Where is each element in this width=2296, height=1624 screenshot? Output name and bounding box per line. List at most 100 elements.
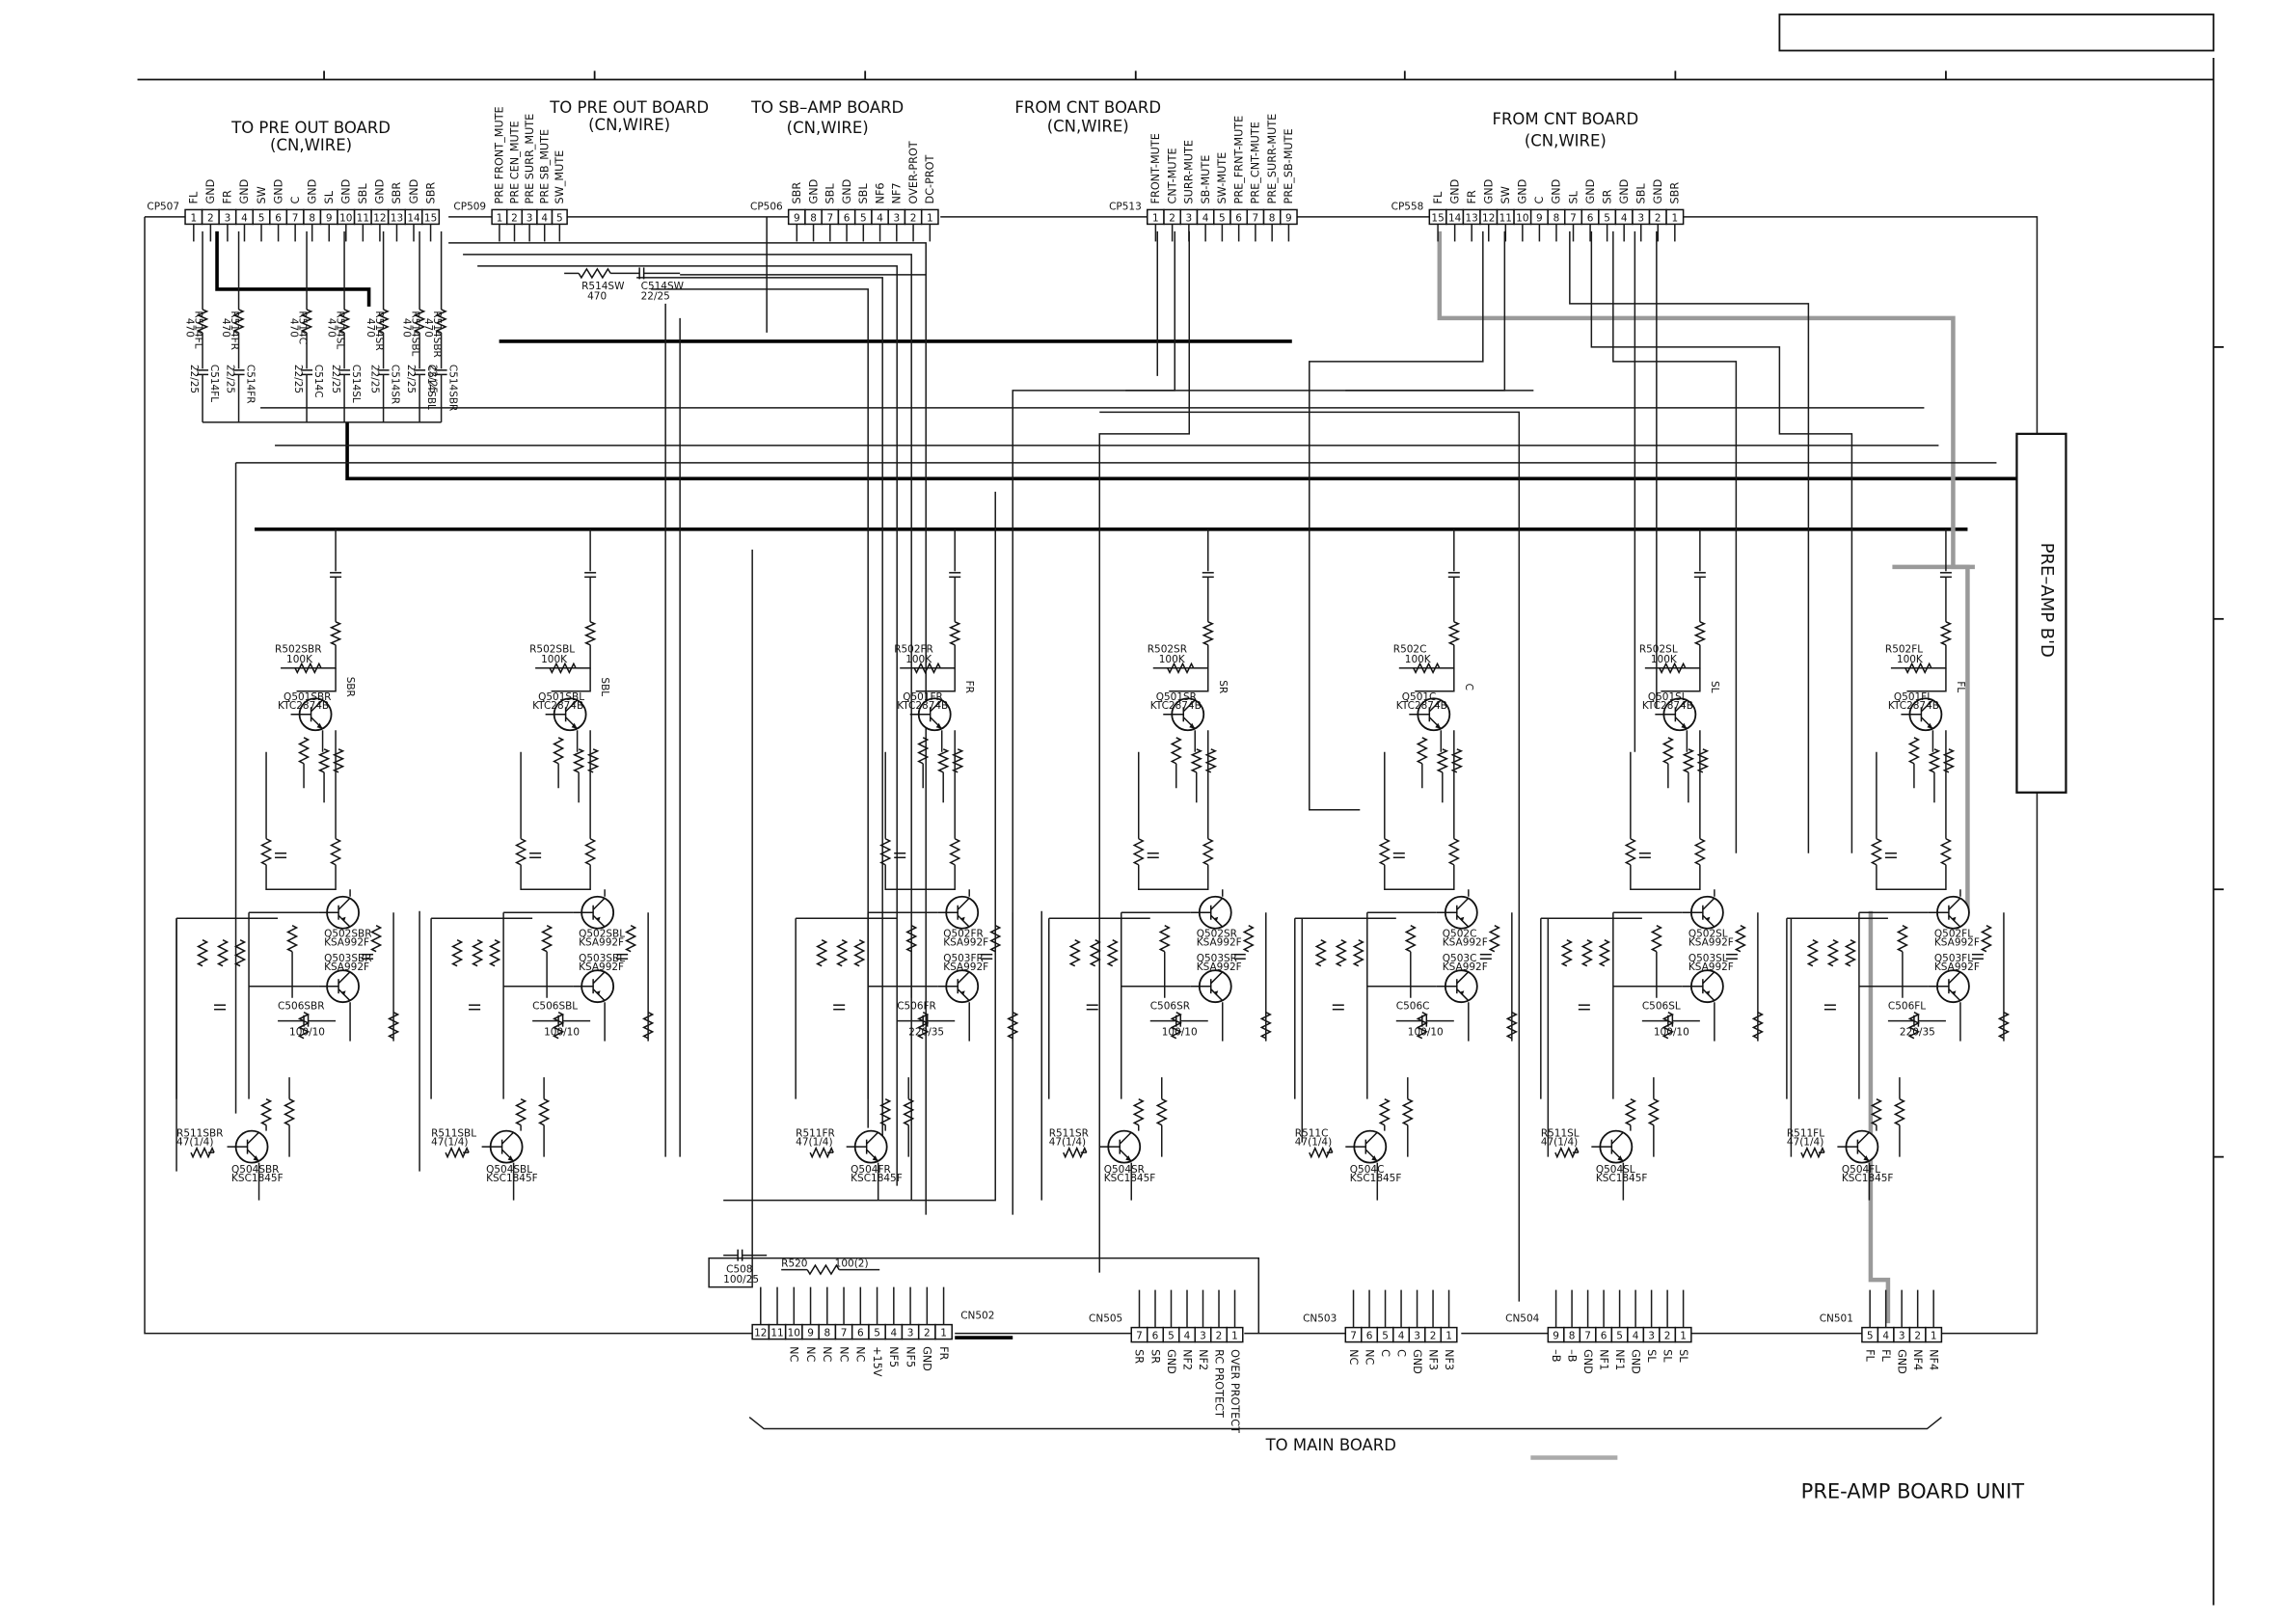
pin-number: 2 [1655,212,1661,224]
transistor-q502sl [1682,895,1724,930]
resistor [471,939,484,967]
transistor-ref: Q503SBL [579,953,625,964]
svg-text:TO SB–AMP BOARD: TO SB–AMP BOARD [750,98,904,117]
transistor-type: KSA992F [1688,937,1734,949]
pin-number: 8 [1553,212,1560,224]
pin-label: NF2 [1180,1349,1193,1370]
pin-number: 10 [1516,212,1528,224]
transistor-q504sr [1099,1129,1142,1164]
capacitor [949,572,961,579]
pin-label: C [1533,196,1546,203]
transistor-ref: Q502FR [943,929,984,940]
capacitor [1479,953,1492,960]
pin-number: 1 [940,1328,947,1340]
pin-number: 2 [924,1328,931,1340]
resistor [435,309,447,334]
pin-number: 1 [1152,212,1159,224]
capacitor-ref: C506SR [1150,1001,1190,1013]
capacitor [275,852,287,858]
resistor [1170,737,1182,765]
resistor [1928,748,1941,773]
svg-text:(CN,WIRE): (CN,WIRE) [270,136,352,154]
pin-label: SL [1661,1349,1673,1363]
pin-number: 3 [1414,1331,1420,1342]
capacitor-value: 100/10 [1408,1027,1444,1039]
resistor [1682,748,1695,773]
resistor-value: 470 [422,318,434,338]
pin-label: C [289,196,302,203]
resistor [1242,925,1255,953]
resistor-ref: R511SBR [176,1128,223,1140]
resistor [1980,925,1993,953]
pin-label: GND [272,179,284,204]
transistor-ref: Q504C [1350,1164,1385,1176]
channel-label: SBL [599,677,610,696]
connector-cp513: CP5131FRONT-MUTE2CNT-MUTE3SURR-MUTE4SB-M… [1109,114,1298,242]
resistor [540,925,554,953]
svg-text:(CN,WIRE): (CN,WIRE) [787,119,869,137]
resistor [1907,737,1921,765]
capacitor-ref: C506SBL [532,1001,578,1013]
pin-number: 8 [1569,1331,1576,1342]
pin-number: 3 [1637,212,1644,224]
capacitor [330,572,342,579]
resistor [879,1097,892,1126]
pin-number: 12 [373,212,386,224]
resistor-ref: R514SBR [431,311,443,357]
pin-number: 6 [857,1328,864,1340]
pin-number: 11 [357,212,369,224]
pin-label: NF5 [904,1346,916,1367]
transistor-type: KSA992F [943,961,988,973]
capacitor [1332,1004,1344,1011]
pin-label: GND [374,179,387,204]
resistor [1106,939,1119,967]
channel-circuits: R502SBR100KQ501SBRKTC2874BSBRQ502SBRKSA9… [176,528,2011,1201]
transistor-type: KSC1845F [1842,1173,1894,1184]
transistor-q501sbl [545,697,587,732]
resistor [1661,737,1675,765]
pin-number: 6 [1152,1331,1159,1342]
capacitor-ref: C514SBL [425,365,437,410]
pin-number: 15 [1431,212,1444,224]
pin-label: SBL [824,183,837,204]
capacitor [584,572,597,579]
resistor [259,838,273,866]
connector-name: CP513 [1109,201,1142,212]
pin-number: 6 [1587,212,1594,224]
transistor-q502sbl [573,895,615,930]
capacitor-value: 100/10 [289,1027,325,1039]
pin-number: 3 [1899,1331,1905,1342]
pin-number: 4 [241,212,248,224]
resistor [1447,621,1461,646]
capacitor [529,852,542,858]
capacitor [1971,953,1984,960]
pin-label: GND [1448,179,1461,204]
pin-number: 4 [1882,1331,1889,1342]
capacitor [1147,852,1159,858]
resistor [1068,939,1081,967]
pin-number: 4 [1398,1331,1405,1342]
pin-label: FRONT-MUTE [1149,133,1162,203]
resistor [1436,748,1449,773]
transistor-ref: Q503SL [1688,953,1728,964]
resistor-value: 47(1/4) [176,1137,213,1149]
resistor-ref: R511C [1295,1128,1329,1140]
pin-number: 3 [527,212,533,224]
capacitor [1939,572,1952,579]
pin-number: 5 [1382,1331,1389,1342]
resistor-ref: R502C [1393,643,1427,655]
main-board-bracket: TO MAIN BOARD [748,1416,1942,1460]
pin-label: CNT-MUTE [1166,148,1178,203]
resistor-ref: R514C [297,311,309,344]
channel-label: SBR [344,677,356,697]
resistor [917,737,930,765]
resistor [583,838,597,866]
resistor [1896,925,1909,953]
svg-text:(CN,WIRE): (CN,WIRE) [1525,131,1607,149]
resistor [905,925,918,953]
pin-number: 13 [1466,212,1478,224]
resistor [1309,1146,1334,1159]
